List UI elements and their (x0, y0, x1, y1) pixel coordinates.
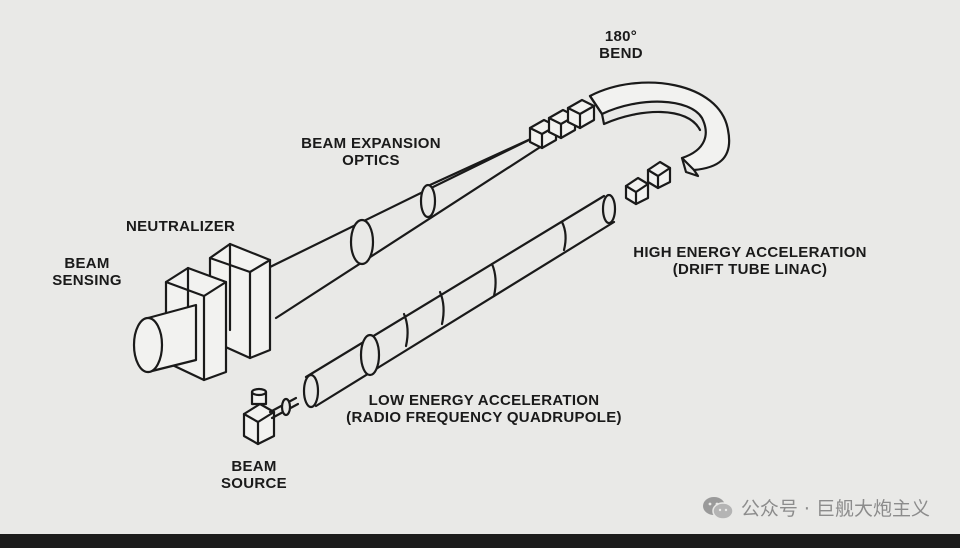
watermark-text: 公众号 · 巨舰大炮主义 (740, 498, 930, 520)
beam-expansion-label-line-1: BEAM EXPANSION (301, 135, 441, 152)
bottom-bar (0, 534, 960, 548)
low-energy-label-line-1: LOW ENERGY ACCELERATION (368, 392, 600, 409)
beam-source-label: BEAM SOURCE (210, 458, 298, 492)
beam-sensing-label-line-1: BEAM (64, 255, 110, 272)
neutralizer-label: NEUTRALIZER (126, 218, 236, 235)
low-energy-label-line-2: (RADIO FREQUENCY QUADRUPOLE) (346, 409, 622, 426)
bend-magnet-set (528, 98, 672, 206)
beam-expansion-label: BEAM EXPANSION OPTICS (286, 135, 456, 169)
watermark: 公众号 · 巨舰大炮主义 (701, 494, 930, 521)
expansion-ring (349, 183, 437, 266)
linac-tube (302, 193, 617, 409)
bend-label-line-1: 180° (604, 28, 638, 45)
low-energy-label: LOW ENERGY ACCELERATION (RADIO FREQUENCY… (328, 392, 640, 426)
high-energy-label-line-1: HIGH ENERGY ACCELERATION (633, 244, 867, 261)
wechat-icon (701, 495, 735, 521)
beam-expansion-cone (266, 135, 550, 320)
drift-tube-segment (366, 220, 567, 372)
beam-sensing-unit (132, 266, 228, 382)
bend-label-line-2: BEND (599, 45, 643, 62)
high-energy-label-line-2: (DRIFT TUBE LINAC) (672, 261, 828, 278)
beam-sensing-label: BEAM SENSING (46, 255, 128, 289)
bend-180-magnet (588, 81, 731, 178)
beam-expansion-label-line-2: OPTICS (342, 152, 400, 169)
bend-label: 180° BEND (592, 28, 650, 62)
beam-source-label-line-1: BEAM (231, 458, 277, 475)
high-energy-label: HIGH ENERGY ACCELERATION (DRIFT TUBE LIN… (612, 244, 888, 278)
rfq-flange (359, 333, 381, 377)
beam-sensing-label-line-2: SENSING (52, 272, 122, 289)
beam-source-unit (242, 387, 300, 446)
beam-source-label-line-2: SOURCE (221, 475, 287, 492)
